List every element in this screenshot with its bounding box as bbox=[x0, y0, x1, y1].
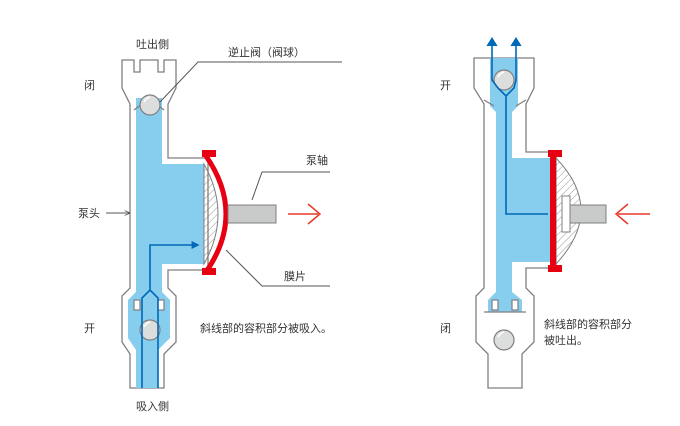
right-lower-valve-tab-left bbox=[491, 299, 499, 311]
right-upper-ball bbox=[493, 69, 515, 91]
left-leader-diaphragm bbox=[225, 249, 330, 287]
right-lower-ball bbox=[493, 329, 515, 351]
left-leader-check-valve bbox=[159, 61, 342, 103]
right-shaft-collar bbox=[561, 195, 571, 233]
right-diaphragm-clamp-bottom bbox=[548, 265, 562, 272]
left-inlet-label: 吸入側 bbox=[136, 400, 169, 413]
right-pump-liquid bbox=[488, 58, 552, 312]
left-lower-valve-tab-right bbox=[157, 299, 165, 311]
left-hatched-volume bbox=[203, 162, 219, 266]
right-lower-valve-tab-right bbox=[511, 299, 519, 311]
left-bottom-state-label: 开 bbox=[84, 322, 95, 335]
right-flow-line bbox=[491, 40, 548, 215]
left-pump-shaft-label: 泵轴 bbox=[306, 153, 328, 167]
left-diaphragm-label: 膜片 bbox=[284, 270, 306, 283]
left-pump-shaft bbox=[227, 204, 277, 224]
left-outlet-label: 吐出側 bbox=[136, 37, 169, 51]
right-note-line1: 斜线部的容积部分 bbox=[544, 317, 632, 331]
left-diaphragm-clamp-top bbox=[202, 150, 216, 157]
right-flow-arrowhead-left bbox=[486, 37, 498, 47]
left-lower-ball bbox=[139, 319, 161, 341]
left-note-label: 斜线部的容积部分被吸入。 bbox=[200, 321, 332, 335]
right-bottom-state-label: 闭 bbox=[440, 322, 451, 335]
left-upper-ball bbox=[139, 94, 161, 116]
right-upper-valve-seat bbox=[483, 99, 527, 107]
left-check-valve-label: 逆止阀（阀球） bbox=[228, 45, 305, 59]
right-note-line2: 被吐出。 bbox=[544, 333, 588, 347]
left-pump: 吐出側 逆止阀（阀球） 闭 泵轴 泵头 膜片 开 斜线部的容积部分被吸入。 吸入… bbox=[78, 37, 342, 413]
left-lower-valve-tab-left bbox=[133, 299, 141, 311]
left-red-arrow bbox=[288, 203, 322, 225]
left-pump-head-label: 泵头 bbox=[78, 207, 100, 220]
left-diaphragm-clamp-bottom bbox=[202, 268, 216, 275]
left-flow-line bbox=[141, 245, 198, 388]
left-leader-shaft bbox=[251, 171, 330, 201]
left-diaphragm bbox=[203, 154, 229, 274]
right-diaphragm bbox=[550, 152, 556, 270]
right-red-arrow bbox=[614, 203, 650, 225]
left-top-state-label: 闭 bbox=[84, 79, 95, 92]
left-pump-liquid bbox=[128, 98, 204, 388]
right-pump: 开 闭 斜线部的容积部分 被吐出。 bbox=[440, 37, 650, 389]
right-flow-arrowhead-right bbox=[510, 37, 522, 47]
right-diaphragm-clamp-top bbox=[548, 150, 562, 157]
right-top-state-label: 开 bbox=[440, 79, 451, 92]
